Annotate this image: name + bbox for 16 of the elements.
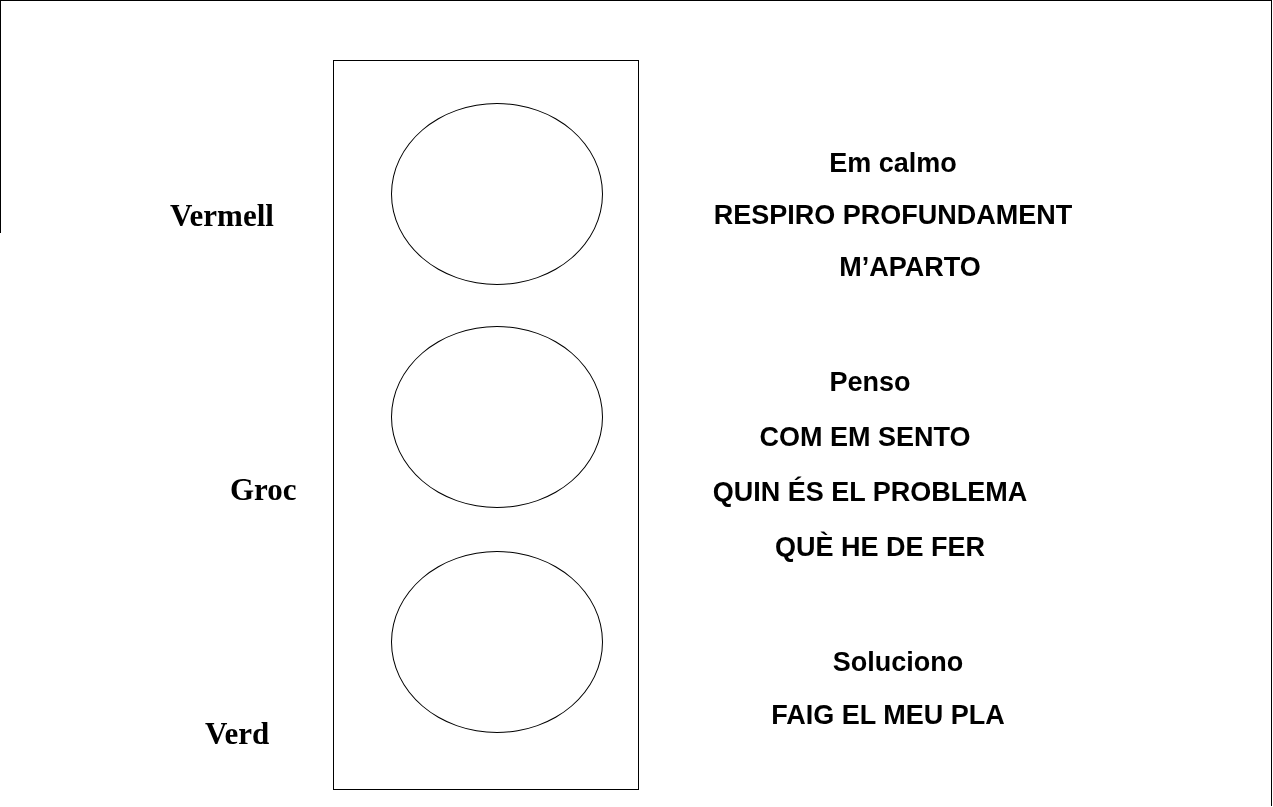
step-instruction: M’APARTO: [839, 252, 981, 283]
traffic-light-housing: [333, 60, 639, 790]
light-color-label: Vermell: [170, 198, 274, 234]
step-instruction: RESPIRO PROFUNDAMENT: [713, 200, 1073, 231]
lamp-circle: [391, 326, 603, 508]
step-instruction: QUÈ HE DE FER: [775, 532, 985, 563]
lamp-circle: [391, 103, 603, 285]
step-heading: Em calmo: [829, 148, 957, 179]
lamp-circle: [391, 551, 603, 733]
step-heading: Penso: [829, 367, 911, 398]
step-instruction: QUIN ÉS EL PROBLEMA: [712, 477, 1028, 508]
light-color-label: Verd: [205, 716, 270, 752]
light-color-label: Groc: [230, 472, 297, 508]
step-instruction: COM EM SENTO: [759, 422, 971, 453]
step-instruction: FAIG EL MEU PLA: [771, 700, 1005, 731]
step-heading: Soluciono: [832, 647, 964, 678]
